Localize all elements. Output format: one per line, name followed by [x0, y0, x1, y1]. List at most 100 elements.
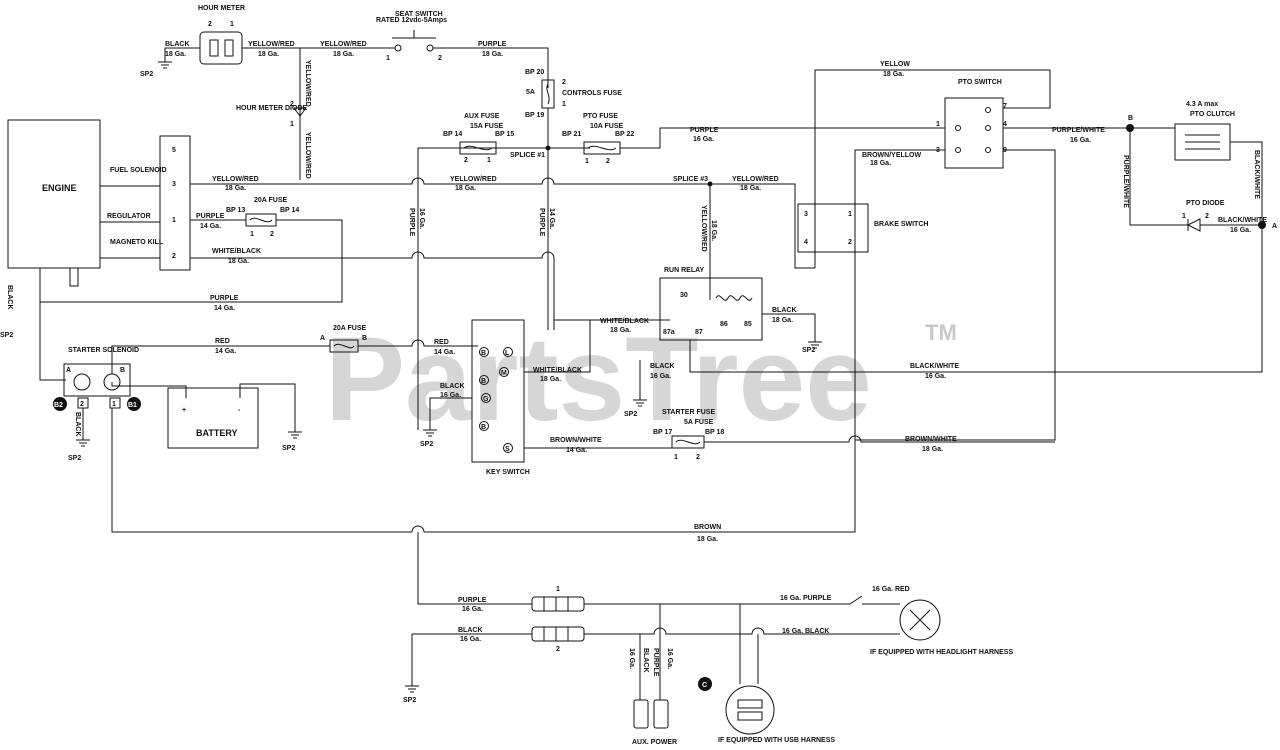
- svg-text:2: 2: [562, 79, 566, 86]
- svg-text:2: 2: [1205, 213, 1209, 220]
- svg-text:PURPLE: PURPLE: [210, 295, 239, 302]
- svg-text:18 Ga.: 18 Ga.: [610, 327, 631, 334]
- svg-text:AUX FUSE: AUX FUSE: [464, 113, 500, 120]
- svg-text:PURPLE: PURPLE: [196, 213, 225, 220]
- svg-text:16 Ga. PURPLE: 16 Ga. PURPLE: [780, 595, 832, 602]
- svg-text:YELLOW/RED: YELLOW/RED: [248, 41, 295, 48]
- fuse-20a-regulator: 20A FUSE BP 13 BP 14 1 2: [226, 197, 299, 238]
- svg-text:18 Ga.: 18 Ga.: [225, 185, 246, 192]
- svg-text:PURPLE: PURPLE: [458, 597, 487, 604]
- svg-text:BLACK: BLACK: [772, 307, 797, 314]
- svg-text:BROWN: BROWN: [694, 524, 721, 531]
- svg-text:HOUR METER: HOUR METER: [198, 5, 245, 12]
- svg-text:BLACK/WHITE: BLACK/WHITE: [910, 363, 959, 370]
- svg-text:16 Ga.: 16 Ga.: [650, 373, 671, 380]
- svg-text:2: 2: [290, 101, 294, 108]
- svg-text:B: B: [362, 335, 367, 342]
- pto-diode: PTO DIODE 1 2: [1182, 200, 1225, 232]
- svg-text:1: 1: [936, 121, 940, 128]
- svg-text:10A FUSE: 10A FUSE: [590, 123, 624, 130]
- svg-text:SP2: SP2: [68, 455, 81, 462]
- svg-text:PTO SWITCH: PTO SWITCH: [958, 79, 1002, 86]
- svg-text:BLACK: BLACK: [650, 363, 675, 370]
- svg-text:WHITE/BLACK: WHITE/BLACK: [600, 318, 649, 325]
- aux-power-connector: AUX. POWER: [632, 699, 677, 746]
- svg-text:18 Ga.: 18 Ga.: [697, 536, 718, 543]
- watermark-tm: TM: [925, 320, 957, 345]
- svg-text:18 Ga.: 18 Ga.: [455, 185, 476, 192]
- svg-text:14 Ga.: 14 Ga.: [214, 305, 235, 312]
- svg-text:16 Ga.: 16 Ga.: [925, 373, 946, 380]
- svg-text:M: M: [501, 370, 507, 377]
- svg-text:16 Ga.: 16 Ga.: [693, 136, 714, 143]
- svg-text:14 Ga.: 14 Ga.: [548, 208, 555, 229]
- svg-text:B: B: [1128, 115, 1133, 122]
- svg-text:BP 13: BP 13: [226, 207, 245, 214]
- svg-text:PURPLE: PURPLE: [690, 127, 719, 134]
- svg-text:PURPLE: PURPLE: [538, 208, 545, 237]
- svg-text:87a: 87a: [663, 329, 675, 336]
- svg-text:SP2: SP2: [403, 697, 416, 704]
- svg-text:BP 18: BP 18: [705, 429, 724, 436]
- svg-text:1: 1: [112, 401, 116, 408]
- svg-text:BLACK: BLACK: [458, 627, 483, 634]
- fuse-20a-starter: 20A FUSE A B: [320, 325, 367, 353]
- svg-text:18 Ga.: 18 Ga.: [883, 71, 904, 78]
- svg-text:18 Ga.: 18 Ga.: [258, 51, 279, 58]
- svg-text:3: 3: [804, 211, 808, 218]
- svg-text:2: 2: [438, 55, 442, 62]
- svg-text:2: 2: [464, 157, 468, 164]
- svg-text:87: 87: [695, 329, 703, 336]
- svg-text:A: A: [66, 367, 71, 374]
- svg-text:MAGNETO KILL: MAGNETO KILL: [110, 239, 164, 246]
- svg-text:BP 22: BP 22: [615, 131, 634, 138]
- controls-fuse: BP 20 5A CONTROLS FUSE 2 1 BP 19: [525, 69, 622, 119]
- svg-text:B1: B1: [128, 402, 137, 409]
- run-relay: RUN RELAY 30 86 85 87a 87: [659, 267, 763, 341]
- svg-text:STARTER FUSE: STARTER FUSE: [662, 409, 715, 416]
- svg-text:18 Ga.: 18 Ga.: [772, 317, 793, 324]
- svg-text:85: 85: [744, 321, 752, 328]
- svg-text:RED: RED: [215, 338, 230, 345]
- pto-fuse: PTO FUSE 10A FUSE BP 21 BP 22 1 2: [562, 113, 634, 165]
- starter-solenoid: STARTER SOLENOID A B 2 1: [63, 347, 139, 409]
- svg-text:B: B: [481, 350, 486, 357]
- svg-text:18 Ga.: 18 Ga.: [740, 185, 761, 192]
- svg-text:5A: 5A: [526, 89, 535, 96]
- svg-text:1: 1: [1182, 213, 1186, 220]
- hour-meter: HOUR METER 2 1: [198, 5, 245, 65]
- svg-text:+: +: [182, 407, 186, 414]
- svg-text:B: B: [481, 424, 486, 431]
- svg-text:1: 1: [674, 454, 678, 461]
- svg-text:14 Ga.: 14 Ga.: [200, 223, 221, 230]
- svg-text:16 Ga.: 16 Ga.: [666, 648, 673, 669]
- svg-text:SEAT SWITCH: SEAT SWITCH: [395, 11, 443, 18]
- svg-text:YELLOW/RED: YELLOW/RED: [320, 41, 367, 48]
- svg-text:G: G: [483, 396, 489, 403]
- engine-terminal-block: 5 3 1 2: [159, 135, 191, 271]
- svg-text:4.3 A max: 4.3 A max: [1186, 101, 1218, 108]
- svg-text:PURPLE/WHITE: PURPLE/WHITE: [1122, 155, 1129, 208]
- svg-text:18 Ga.: 18 Ga.: [165, 51, 186, 58]
- svg-text:2: 2: [270, 231, 274, 238]
- svg-text:REGULATOR: REGULATOR: [107, 213, 151, 220]
- svg-text:SPLICE #1: SPLICE #1: [510, 152, 545, 159]
- svg-text:RED: RED: [434, 339, 449, 346]
- svg-text:86: 86: [720, 321, 728, 328]
- svg-text:BP 14: BP 14: [443, 131, 462, 138]
- svg-text:CONTROLS FUSE: CONTROLS FUSE: [562, 90, 622, 97]
- svg-text:BP 19: BP 19: [525, 112, 544, 119]
- svg-text:A: A: [1272, 223, 1277, 230]
- svg-text:18 Ga.: 18 Ga.: [333, 51, 354, 58]
- svg-text:7: 7: [1003, 103, 1007, 110]
- brake-switch: 3 1 4 2 BRAKE SWITCH: [797, 203, 928, 253]
- starter-fuse: STARTER FUSE 5A FUSE BP 17 BP 18 1 2: [653, 409, 724, 461]
- svg-text:YELLOW/RED: YELLOW/RED: [304, 60, 311, 107]
- svg-text:2: 2: [848, 239, 852, 246]
- svg-text:16 Ga. RED: 16 Ga. RED: [872, 586, 910, 593]
- svg-text:IF EQUIPPED WITH USB HARNESS: IF EQUIPPED WITH USB HARNESS: [718, 737, 835, 744]
- svg-text:18 Ga.: 18 Ga.: [482, 51, 503, 58]
- svg-text:1: 1: [290, 121, 294, 128]
- svg-text:18 Ga.: 18 Ga.: [540, 376, 561, 383]
- svg-text:BLACK: BLACK: [165, 41, 190, 48]
